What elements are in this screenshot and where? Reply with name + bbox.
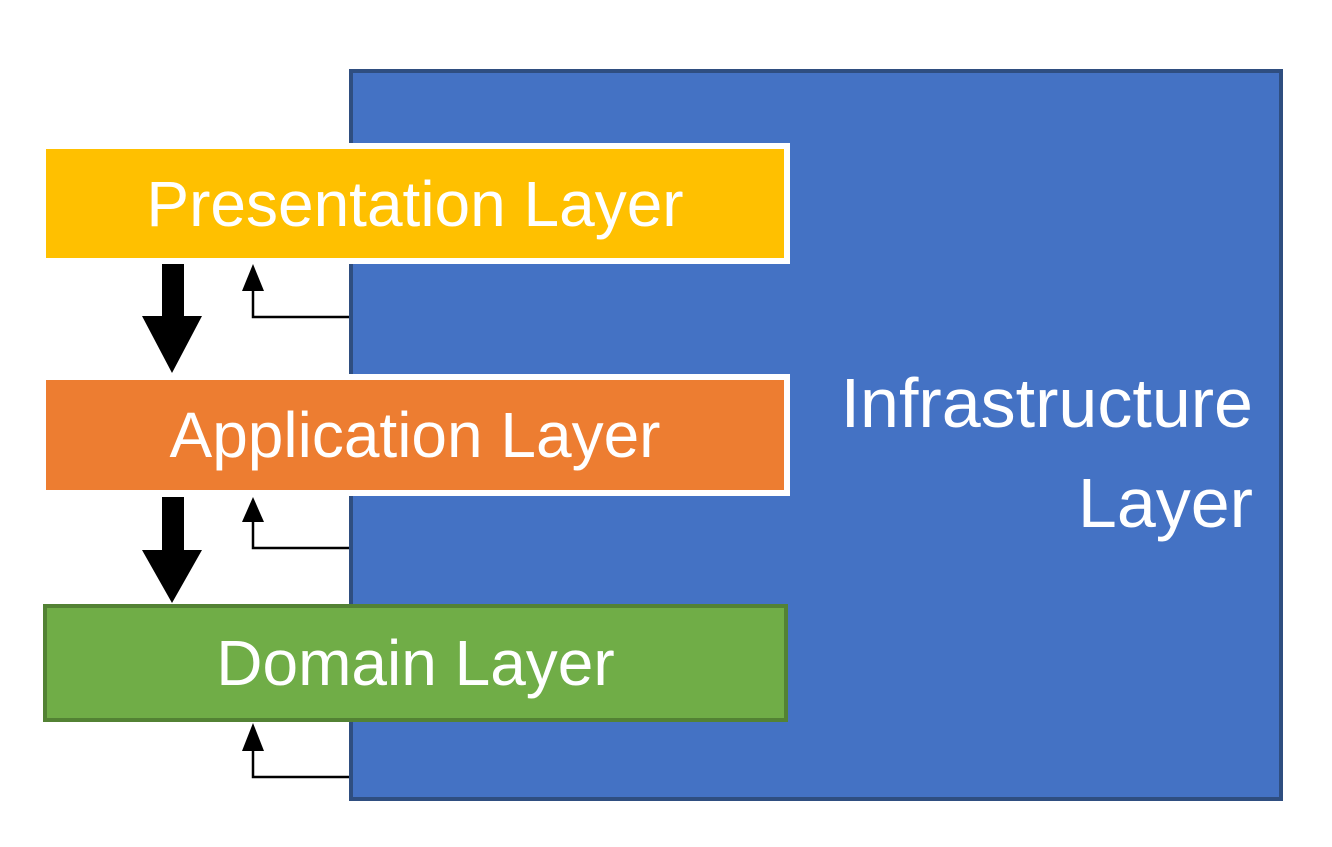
elbow-arrowhead-icon — [242, 723, 264, 751]
domain-layer-label: Domain Layer — [216, 627, 615, 699]
thick-down-arrow-presentation-to-application — [142, 263, 202, 373]
elbow-arrowhead-icon — [242, 497, 264, 522]
elbow-arrow-infrastructure-to-presentation — [242, 264, 349, 319]
presentation-layer-label: Presentation Layer — [146, 167, 684, 240]
infrastructure-layer-label: Infrastructure Layer — [840, 364, 1253, 542]
elbow-arrowhead-icon — [242, 264, 264, 291]
elbow-arrow-infrastructure-to-application — [242, 497, 349, 550]
domain-layer-box: Domain Layer — [43, 604, 788, 722]
presentation-layer-box: Presentation Layer — [40, 143, 790, 264]
thick-down-arrow-application-to-domain — [142, 497, 202, 603]
elbow-arrow-infrastructure-to-domain — [242, 723, 349, 779]
application-layer-box: Application Layer — [40, 374, 790, 496]
application-layer-label: Application Layer — [169, 399, 661, 471]
